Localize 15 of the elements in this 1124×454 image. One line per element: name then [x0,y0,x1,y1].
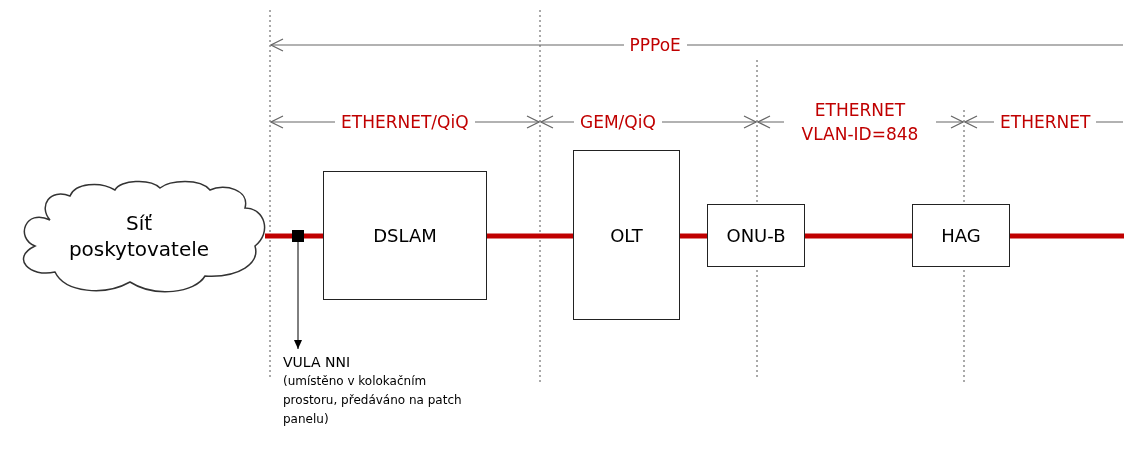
link-line [265,233,292,239]
node-label: Síť poskytovatele [67,210,211,262]
link-line [1010,233,1124,239]
annotation-title: VULA NNI [283,353,351,372]
device-box: ONU-B [707,204,805,267]
device-box: HAG [912,204,1010,267]
link-line [304,233,323,239]
annotation-note: (umístěno v kolokačním prostoru, předáváno na patch panelu) [283,373,463,428]
device-box: DSLAM [323,171,487,300]
link-line [487,233,573,239]
device-box: OLT [573,150,680,320]
link-line [680,233,707,239]
connection-point [292,230,304,242]
link-line [805,233,912,239]
leader-arrow [294,241,302,350]
